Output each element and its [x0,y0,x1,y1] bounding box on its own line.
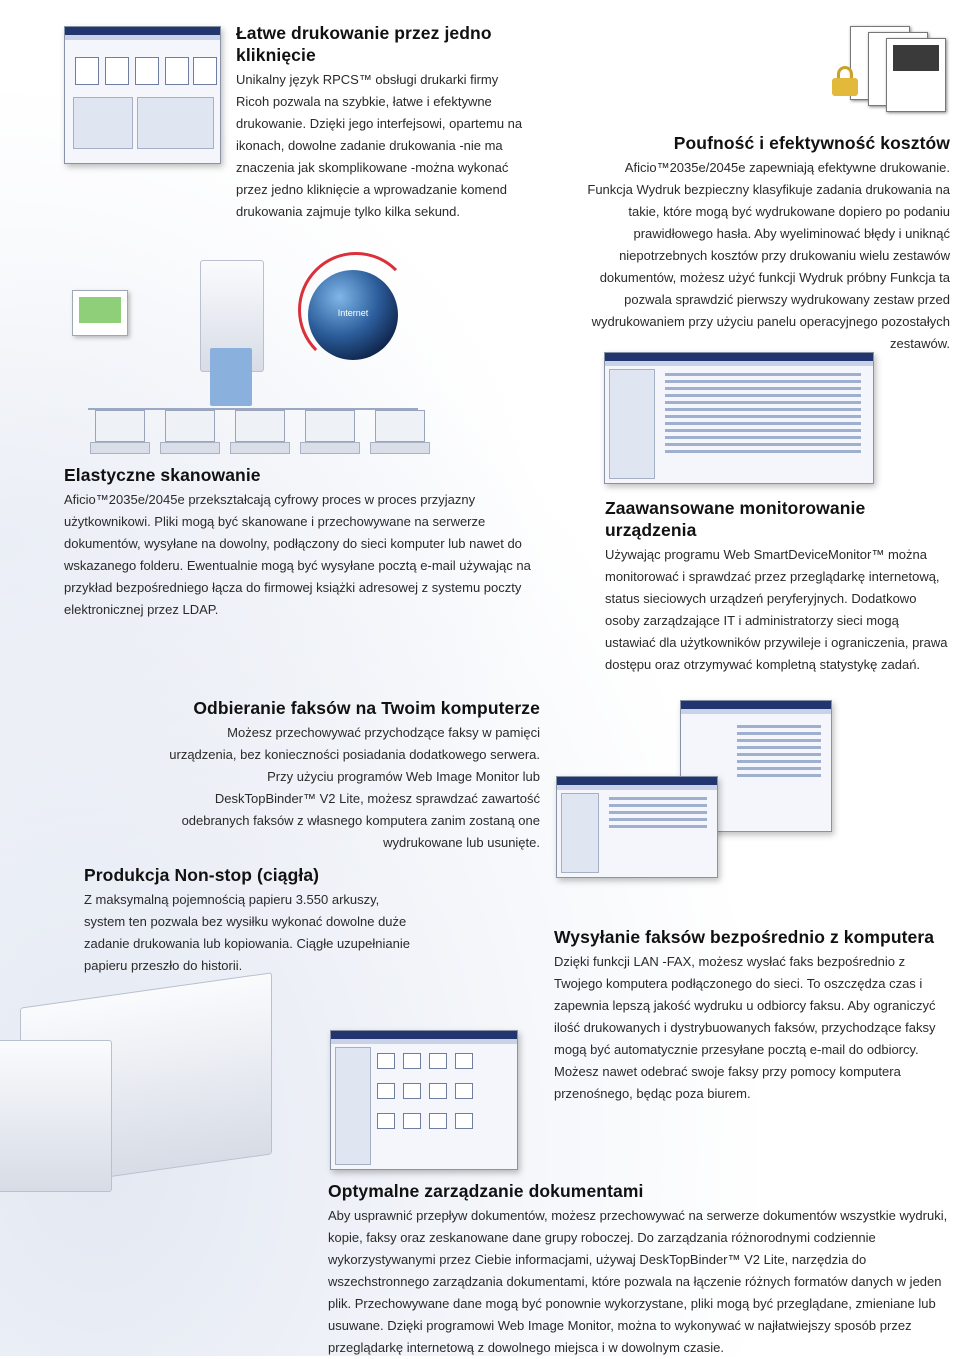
received-fax-list-screenshot [556,776,718,878]
text-scanning: Aficio™2035e/2045e przekształcają cyfrow… [64,492,531,617]
section-fax-send: Wysyłanie faksów bezpośrednio z komputer… [554,926,952,1105]
text-security: Aficio™2035e/2045e zapewniają efektywne … [587,160,950,351]
web-image-monitor-screenshot [680,700,832,832]
computer-icon [230,410,290,454]
heading-printing: Łatwe drukowanie przez jedno kliknięcie [236,23,492,65]
padlock-icon [832,66,858,96]
heading-security: Poufność i efektywność kosztów [673,133,950,153]
text-monitoring: Używając programu Web SmartDeviceMonitor… [605,547,948,672]
section-scanning: Elastyczne skanowanie Aficio™2035e/2045e… [64,464,548,621]
text-fax-send: Dzięki funkcji LAN -FAX, możesz wysłać f… [554,954,936,1101]
paper-bank [0,1040,112,1192]
computer-icon [370,410,430,454]
computer-icon [90,410,150,454]
computer-icon [160,410,220,454]
heading-nonstop: Produkcja Non-stop (ciągła) [84,865,320,885]
heading-fax-send: Wysyłanie faksów bezpośrednio z komputer… [554,927,935,947]
document-icon [72,290,128,336]
section-printing: Łatwe drukowanie przez jedno kliknięcie … [236,22,526,223]
text-fax-receive: Możesz przechowywać przychodzące faksy w… [169,725,540,850]
secure-documents-illustration [828,26,953,116]
network-illustration: Internet [60,230,480,455]
computer-icon [300,410,360,454]
text-printing: Unikalny język RPCS™ obsługi drukarki fi… [236,72,523,219]
section-nonstop: Produkcja Non-stop (ciągła) Z maksymalną… [84,864,422,977]
rpcs-driver-screenshot [64,26,221,164]
text-nonstop: Z maksymalną pojemnością papieru 3.550 a… [84,892,410,973]
desktopbinder-screenshot [330,1030,518,1170]
heading-fax-receive: Odbieranie faksów na Twoim komputerze [193,698,540,718]
heading-docs: Optymalne zarządzanie dokumentami [328,1181,644,1201]
section-docs: Optymalne zarządzanie dokumentami Aby us… [328,1180,952,1359]
smartdevicemonitor-screenshot [604,352,874,484]
section-monitoring: Zaawansowane monitorowanie urządzenia Uż… [605,497,950,676]
section-fax-receive: Odbieranie faksów na Twoim komputerze Mo… [166,697,540,854]
text-docs: Aby usprawnić przepływ dokumentów, możes… [328,1208,948,1355]
heading-monitoring: Zaawansowane monitorowanie urządzenia [605,498,866,540]
heading-scanning: Elastyczne skanowanie [64,465,261,485]
section-security: Poufność i efektywność kosztów Aficio™20… [584,132,950,355]
